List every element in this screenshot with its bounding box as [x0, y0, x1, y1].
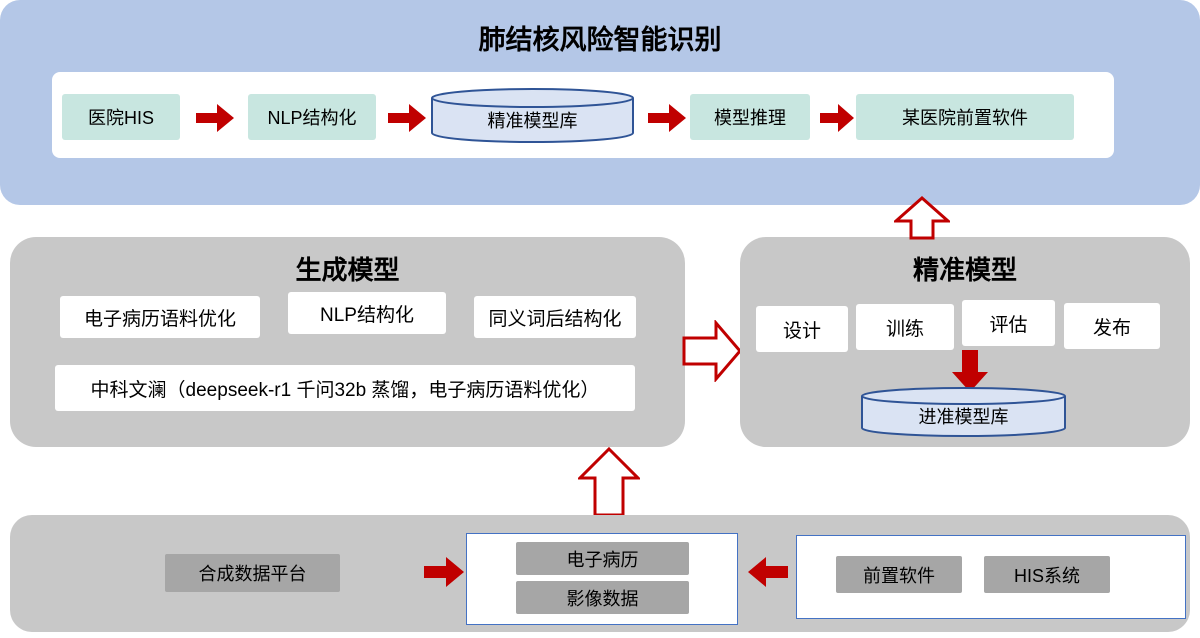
arrow-right-icon [648, 104, 686, 132]
arrow-right-icon [196, 104, 234, 132]
ehr-data-box: 电子病历 [516, 542, 689, 575]
generate-box-wenlan-model: 中科文澜（deepseek-r1 千问32b 蒸馏，电子病历语料优化） [55, 365, 635, 411]
generate-box-synonym-structuring: 同义词后结构化 [474, 296, 636, 338]
arrow-down-icon [952, 350, 988, 392]
precise-step-release: 发布 [1064, 303, 1160, 349]
precise-model-db: 进准模型库 [860, 386, 1067, 438]
arrow-right-icon [424, 557, 464, 587]
flow-node-precise-model-db-label: 精准模型库 [487, 110, 578, 131]
cylinder-icon [431, 88, 634, 143]
flow-node-hospital-frontend: 某医院前置软件 [856, 94, 1074, 140]
synthetic-data-platform-box: 合成数据平台 [165, 554, 340, 592]
precise-step-train: 训练 [856, 304, 954, 350]
arrow-right-hollow-icon [682, 320, 742, 382]
arrow-up-hollow-icon [578, 447, 640, 517]
arrow-left-icon [748, 557, 788, 587]
precise-model-db-label: 进准模型库 [918, 406, 1009, 427]
top-title: 肺结核风险智能识别 [478, 25, 722, 55]
generate-model-title: 生成模型 [295, 255, 400, 285]
arrow-up-hollow-icon [894, 196, 950, 240]
precise-model-title: 精准模型 [912, 255, 1017, 285]
generate-box-corpus-optimization: 电子病历语料优化 [60, 296, 260, 338]
his-system-box: HIS系统 [984, 556, 1110, 593]
precise-step-evaluate: 评估 [962, 300, 1055, 346]
generate-box-nlp-structuring: NLP结构化 [288, 292, 446, 334]
flow-node-model-inference: 模型推理 [690, 94, 810, 140]
generate-model-panel [10, 237, 685, 447]
flow-node-hospital-his: 医院HIS [62, 94, 180, 140]
arrow-right-icon [820, 104, 854, 132]
flow-node-nlp-structuring: NLP结构化 [248, 94, 376, 140]
imaging-data-box: 影像数据 [516, 581, 689, 614]
cylinder-icon [861, 387, 1066, 437]
precise-step-design: 设计 [756, 306, 848, 352]
arrow-right-icon [388, 104, 426, 132]
frontend-software-box: 前置软件 [836, 556, 962, 593]
flow-node-precise-model-db: 精准模型库 [430, 87, 635, 145]
